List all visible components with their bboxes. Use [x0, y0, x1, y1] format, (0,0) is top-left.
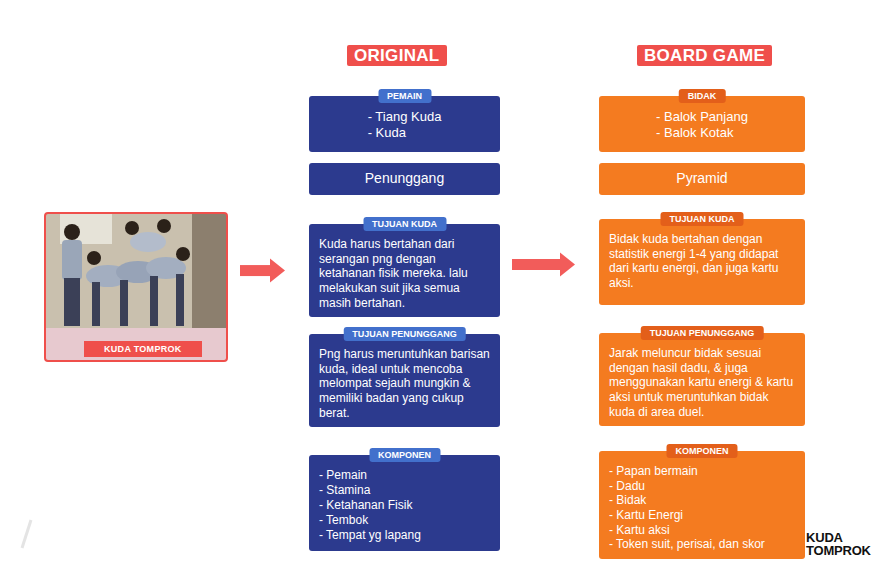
- box-text: - Pemain: [319, 468, 490, 483]
- column-heading: BOARD GAME: [637, 45, 772, 66]
- box-tab-heading: TUJUAN KUDA: [661, 212, 744, 226]
- photo-scene: [46, 214, 226, 360]
- box-content: BOARD GAME: [644, 45, 765, 66]
- photo-people: [62, 219, 190, 326]
- box-text: - Tembok: [319, 513, 490, 528]
- box-tab-heading: TUJUAN PENUNGGANG: [641, 326, 764, 340]
- box-text: - Bidak: [609, 493, 795, 508]
- arrow-connector: [512, 253, 575, 277]
- box-text: - Tempat yg lapang: [319, 528, 490, 543]
- box-content: - Pemain- Stamina- Ketahanan Fisik- Temb…: [309, 455, 500, 551]
- box-text-group: - Balok Panjang- Balok Kotak: [656, 109, 748, 141]
- box-text: Png harus meruntuhkan barisan kuda, idea…: [319, 347, 490, 420]
- arrow-head: [560, 253, 575, 277]
- photo-wall: [46, 214, 226, 360]
- heading-text: ORIGINAL: [354, 45, 440, 66]
- box-text-group: Jarak meluncur bidak sesuai dengan hasil…: [609, 346, 795, 419]
- box-tab-heading: KOMPONEN: [369, 448, 440, 462]
- box-content: - Papan bermain- Dadu- Bidak- Kartu Ener…: [599, 451, 805, 559]
- arrow-shaft: [240, 265, 272, 276]
- box-text-group: BOARD GAME: [644, 45, 765, 66]
- heading-text: BOARD GAME: [644, 45, 765, 66]
- original-box: TUJUAN PENUNGGANGPng harus meruntuhkan b…: [309, 334, 500, 427]
- box-text-group: Png harus meruntuhkan barisan kuda, idea…: [319, 347, 490, 420]
- box-text-group: Pyramid: [676, 170, 727, 187]
- photo-floor: [46, 328, 226, 360]
- box-tab-heading: TUJUAN PENUNGGANG: [343, 327, 466, 341]
- box-text: - Kartu aksi: [609, 523, 795, 538]
- photo-window: [60, 214, 112, 244]
- box-tab-heading: TUJUAN KUDA: [363, 217, 446, 231]
- box-text: Kuda harus bertahan dari serangan png de…: [319, 237, 490, 310]
- box-content: Kuda harus bertahan dari serangan png de…: [309, 224, 500, 317]
- box-text-group: Penunggang: [365, 170, 444, 187]
- box-text-group: Bidak kuda bertahan dengan statistik ene…: [609, 232, 795, 291]
- box-text: - Ketahanan Fisik: [319, 498, 490, 513]
- box-text: - Dadu: [609, 479, 795, 494]
- original-box: PEMAIN- Tiang Kuda- Kuda: [309, 96, 500, 152]
- box-text: Jarak meluncur bidak sesuai dengan hasil…: [609, 346, 795, 419]
- box-text: - Tiang Kuda: [368, 109, 442, 125]
- box-content: Jarak meluncur bidak sesuai dengan hasil…: [599, 333, 805, 426]
- decor-stroke: [22, 520, 31, 548]
- box-text: - Kartu Energi: [609, 508, 795, 523]
- photo-caption-tag: KUDA TOMPROK: [84, 341, 202, 357]
- box-tab-heading: PEMAIN: [378, 89, 431, 103]
- arrow-head: [270, 259, 285, 283]
- box-content: - Balok Panjang- Balok Kotak: [599, 96, 805, 148]
- photo-frame: KUDA TOMPROK: [44, 212, 228, 362]
- box-text: - Balok Panjang: [656, 109, 748, 125]
- column-heading: ORIGINAL: [347, 45, 447, 66]
- arrow-connector: [240, 259, 285, 283]
- board-game-box: KOMPONEN- Papan bermain- Dadu- Bidak- Ka…: [599, 451, 805, 559]
- logo-text: KUDA TOMPROK: [806, 532, 871, 557]
- box-text: - Stamina: [319, 483, 490, 498]
- box-content: Penunggang: [309, 163, 500, 195]
- box-text-group: Kuda harus bertahan dari serangan png de…: [319, 237, 490, 310]
- box-text-group: ORIGINAL: [354, 45, 440, 66]
- box-text-group: - Pemain- Stamina- Ketahanan Fisik- Temb…: [319, 468, 490, 544]
- board-game-box: TUJUAN PENUNGGANGJarak meluncur bidak se…: [599, 333, 805, 426]
- box-text: - Token suit, perisai, dan skor: [609, 537, 795, 552]
- box-text: - Kuda: [368, 125, 442, 141]
- box-text: Pyramid: [676, 170, 727, 187]
- board-game-box: BIDAK- Balok Panjang- Balok Kotak: [599, 96, 805, 152]
- box-content: ORIGINAL: [354, 45, 440, 66]
- original-box: TUJUAN KUDAKuda harus bertahan dari sera…: [309, 224, 500, 317]
- original-box: KOMPONEN- Pemain- Stamina- Ketahanan Fis…: [309, 455, 500, 551]
- box-content: - Tiang Kuda- Kuda: [309, 96, 500, 148]
- box-content: Pyramid: [599, 163, 805, 195]
- box-text-group: - Papan bermain- Dadu- Bidak- Kartu Ener…: [609, 464, 795, 552]
- box-text: Penunggang: [365, 170, 444, 187]
- box-text: - Balok Kotak: [656, 125, 748, 141]
- board-game-box: TUJUAN KUDABidak kuda bertahan dengan st…: [599, 219, 805, 305]
- box-content: Png harus meruntuhkan barisan kuda, idea…: [309, 334, 500, 427]
- box-tab-heading: BIDAK: [679, 89, 726, 103]
- box-content: Bidak kuda bertahan dengan statistik ene…: [599, 219, 805, 298]
- arrow-shaft: [512, 259, 562, 270]
- box-text-group: - Tiang Kuda- Kuda: [368, 109, 442, 141]
- box-tab-heading: KOMPONEN: [666, 444, 737, 458]
- board-game-box: Pyramid: [599, 163, 805, 195]
- box-text: Bidak kuda bertahan dengan statistik ene…: [609, 232, 795, 291]
- box-text: - Papan bermain: [609, 464, 795, 479]
- original-box: Penunggang: [309, 163, 500, 195]
